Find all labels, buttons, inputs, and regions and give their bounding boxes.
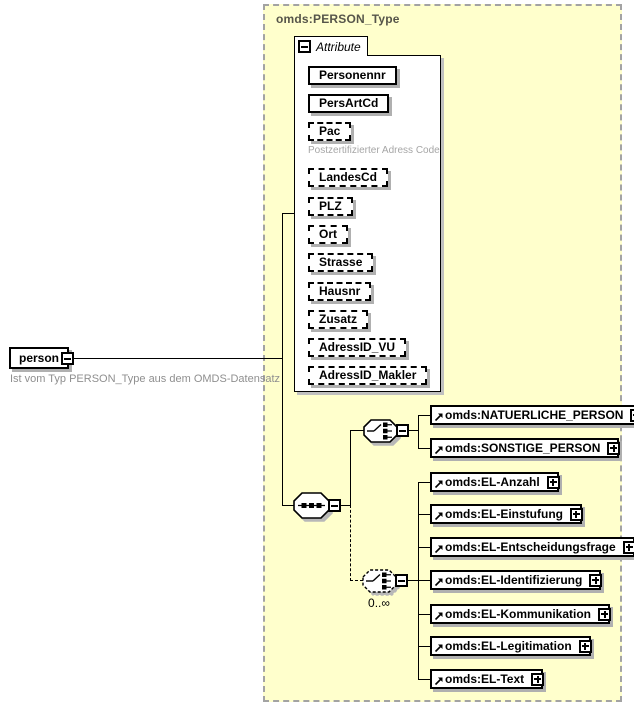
- reference-arrow-icon: [434, 612, 443, 621]
- collapse-icon[interactable]: [396, 424, 409, 437]
- element-person[interactable]: person: [9, 347, 70, 369]
- connector-line: [408, 580, 419, 581]
- attribute-personennr[interactable]: Personennr: [308, 66, 397, 85]
- attribute-annotation: Postzertifizierter Adress Code: [308, 145, 440, 156]
- element-person-label: person: [19, 351, 60, 365]
- element-el-identifizierung[interactable]: omds:EL-Identifizierung: [430, 570, 603, 590]
- connector-line: [418, 580, 431, 581]
- reference-arrow-icon: [434, 512, 443, 521]
- attribute-landescd[interactable]: LandesCd: [308, 168, 389, 187]
- connector-line: [418, 514, 431, 515]
- collapse-icon[interactable]: [61, 352, 74, 365]
- attributes-section-tab[interactable]: Attribute: [294, 36, 368, 56]
- attribute-zusatz[interactable]: Zusatz: [308, 310, 369, 329]
- connector-line: [282, 213, 295, 214]
- connector-line-optional: [350, 505, 351, 581]
- expand-icon[interactable]: [589, 573, 603, 587]
- attribute-adressid-vu[interactable]: AdressID_VU: [308, 338, 407, 357]
- sequence-icon[interactable]: [293, 492, 330, 519]
- connector-line: [418, 415, 431, 416]
- collapse-icon[interactable]: [395, 574, 408, 587]
- connector-line: [409, 430, 419, 431]
- connector-line: [418, 679, 431, 680]
- attribute-pac[interactable]: Pac: [308, 122, 352, 141]
- connector-line: [418, 415, 419, 449]
- expand-icon[interactable]: [630, 408, 634, 422]
- element-annotation: Ist vom Typ PERSON_Type aus dem OMDS-Dat…: [10, 373, 281, 385]
- attribute-strasse[interactable]: Strasse: [308, 253, 374, 272]
- element-natuerliche-person[interactable]: omds:NATUERLICHE_PERSON: [430, 405, 634, 425]
- complex-type-title: omds:PERSON_Type: [276, 12, 400, 26]
- connector-line: [341, 505, 351, 506]
- connector-line: [418, 482, 431, 483]
- connector-line: [282, 213, 283, 506]
- choice-icon[interactable]: [363, 419, 398, 443]
- connector-line: [350, 430, 351, 506]
- connector-line: [418, 614, 431, 615]
- expand-icon[interactable]: [598, 607, 611, 621]
- attribute-ort[interactable]: Ort: [308, 225, 348, 244]
- expand-icon[interactable]: [531, 672, 545, 686]
- occurrence-label: 0..∞: [368, 596, 390, 610]
- attribute-hausnr[interactable]: Hausnr: [308, 282, 372, 301]
- reference-arrow-icon: [434, 480, 443, 489]
- connector-line: [74, 358, 282, 359]
- element-el-einstufung[interactable]: omds:EL-Einstufung: [430, 504, 583, 524]
- expand-icon[interactable]: [578, 639, 592, 653]
- collapse-icon[interactable]: [328, 499, 341, 512]
- expand-icon[interactable]: [622, 540, 634, 554]
- element-el-text[interactable]: omds:EL-Text: [430, 669, 545, 689]
- connector-line: [418, 547, 431, 548]
- expand-icon[interactable]: [569, 507, 583, 521]
- attributes-container: Personennr PersArtCd Pac Postzertifizier…: [294, 55, 441, 392]
- choice-icon-optional[interactable]: [362, 569, 397, 593]
- attribute-persartcd[interactable]: PersArtCd: [308, 94, 390, 113]
- reference-arrow-icon: [434, 446, 443, 455]
- attributes-section-label: Attribute: [316, 39, 361, 54]
- attribute-plz[interactable]: PLZ: [308, 197, 353, 216]
- element-el-anzahl[interactable]: omds:EL-Anzahl: [430, 472, 560, 492]
- element-sonstige-person[interactable]: omds:SONSTIGE_PERSON: [430, 438, 621, 458]
- connector-line: [418, 646, 431, 647]
- collapse-icon[interactable]: [298, 40, 311, 53]
- element-el-legitimation[interactable]: omds:EL-Legitimation: [430, 636, 592, 656]
- element-el-kommunikation[interactable]: omds:EL-Kommunikation: [430, 604, 611, 624]
- connector-line: [418, 482, 419, 680]
- connector-line-optional: [350, 580, 363, 581]
- reference-arrow-icon: [434, 677, 443, 686]
- reference-arrow-icon: [434, 578, 443, 587]
- connector-line: [418, 448, 431, 449]
- expand-icon[interactable]: [607, 441, 621, 455]
- reference-arrow-icon: [434, 413, 443, 422]
- element-el-entscheidungsfrage[interactable]: omds:EL-Entscheidungsfrage: [430, 537, 634, 557]
- connector-line: [282, 505, 294, 506]
- reference-arrow-icon: [434, 644, 443, 653]
- reference-arrow-icon: [434, 545, 443, 554]
- connector-line: [350, 430, 364, 431]
- expand-icon[interactable]: [546, 475, 560, 489]
- attribute-adressid-makler[interactable]: AdressID_Makler: [308, 366, 428, 385]
